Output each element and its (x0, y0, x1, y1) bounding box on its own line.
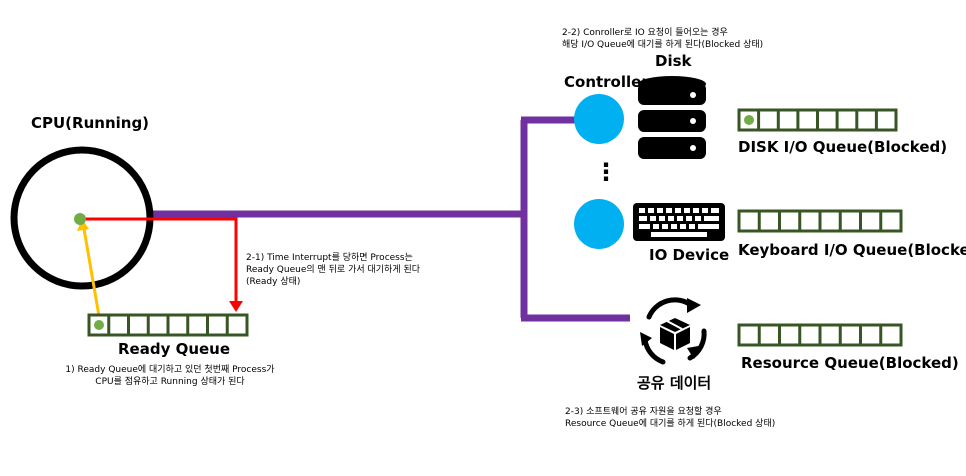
resource-request-note-line1: 2-3) 소프트웨어 공유 자원을 요청할 경우 (565, 407, 722, 417)
disk-label: Disk (655, 52, 692, 70)
keyboard-icon (633, 203, 725, 241)
time-interrupt-arrow (82, 217, 243, 312)
shared-data-label: 공유 데이터 (637, 374, 712, 392)
disk-io-queue-boxes (737, 108, 898, 132)
io-request-note: 2-2) Conroller로 IO 요청이 들어오는 경우 해당 I/O Qu… (562, 27, 763, 51)
resource-request-note: 2-3) 소프트웨어 공유 자원을 요청할 경우 Resource Queue에… (565, 406, 775, 430)
ready-process-dot (94, 320, 104, 330)
ready-queue-boxes (87, 313, 249, 337)
time-interrupt-note-line3: (Ready 상태) (246, 277, 301, 287)
disk-queue-label: DISK I/O Queue(Blocked) (738, 138, 948, 156)
resource-request-note-line2: Resource Queue에 대기를 하게 된다(Blocked 상태) (565, 419, 776, 429)
resource-queue-label: Resource Queue(Blocked) (741, 354, 959, 372)
keyboard-io-queue-boxes (737, 209, 903, 233)
disk-icon (638, 76, 706, 159)
controller-label: Controller (564, 73, 649, 91)
io-device-label: IO Device (649, 246, 730, 264)
ready-queue-note: 1) Ready Queue에 대기하고 있던 첫번째 Process가 CPU… (55, 364, 285, 388)
ready-queue-note-line2: CPU를 점유하고 Running 상태가 된다 (95, 377, 245, 387)
blocked-process-dot (744, 115, 754, 125)
time-interrupt-note-line1: 2-1) Time Interrupt를 당하면 Process는 (246, 253, 413, 263)
shared-resource-icon (640, 297, 707, 365)
resource-queue-boxes (737, 323, 903, 347)
ready-queue-note-line1: 1) Ready Queue에 대기하고 있던 첫번째 Process가 (65, 365, 275, 375)
system-bus (152, 116, 630, 322)
cpu-label: CPU(Running) (31, 114, 150, 132)
time-interrupt-note: 2-1) Time Interrupt를 당하면 Process는 Ready … (246, 252, 420, 288)
io-request-note-line2: 해당 I/O Queue에 대기를 하게 된다(Blocked 상태) (562, 40, 764, 50)
dispatch-arrow (77, 219, 101, 317)
disk-controller-circle (574, 94, 624, 144)
running-process-dot (74, 213, 86, 225)
io-request-note-line1: 2-2) Conroller로 IO 요청이 들어오는 경우 (562, 28, 728, 38)
io-controller-circle (574, 199, 624, 249)
keyboard-queue-label: Keyboard I/O Queue(Blocked) (738, 241, 966, 259)
time-interrupt-note-line2: Ready Queue의 맨 뒤로 가서 대기하게 된다 (246, 265, 421, 275)
controller-ellipsis: ⋮ (594, 158, 618, 186)
ready-queue-label: Ready Queue (118, 340, 231, 358)
